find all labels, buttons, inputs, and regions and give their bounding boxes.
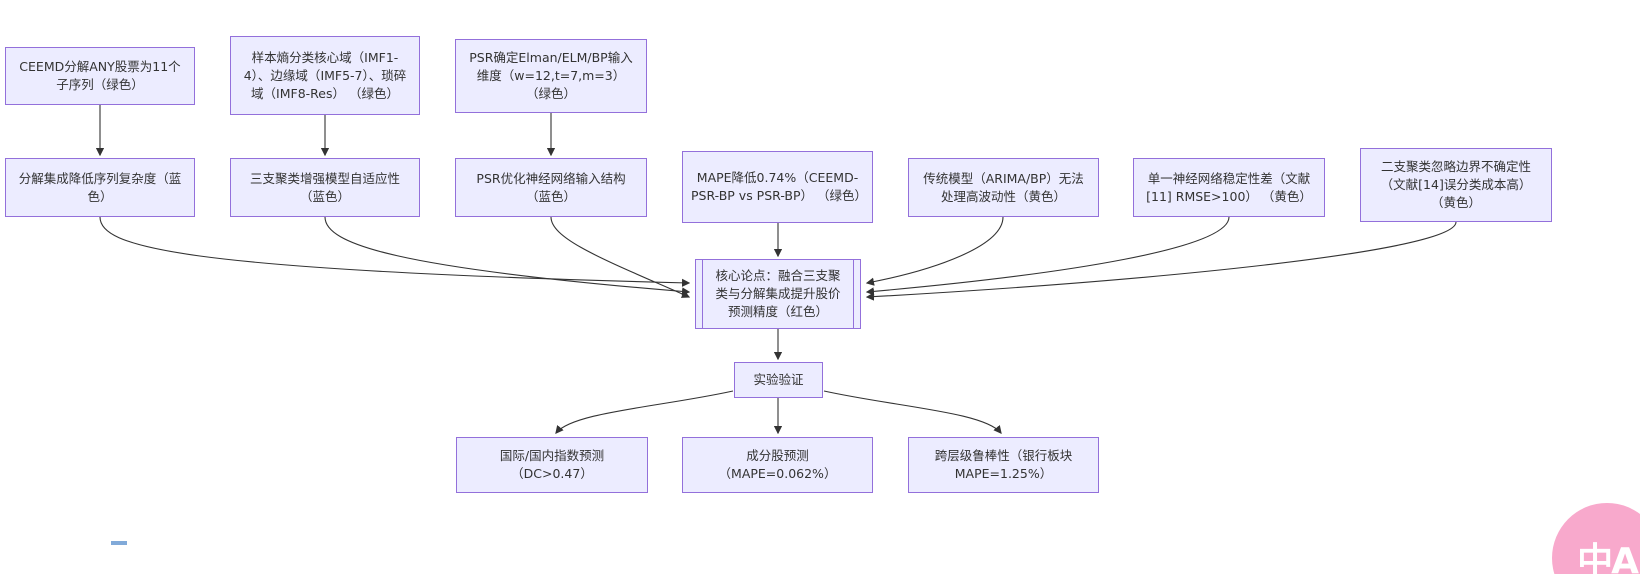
node-core-thesis: 核心论点：融合三支聚类与分解集成提升股价预测精度（红色） <box>695 259 861 329</box>
edge-psr-benefit-to-core <box>550 216 691 298</box>
node-threeway-benefit: 三支聚类增强模型自适应性（蓝色） <box>230 158 420 217</box>
translate-badge-button[interactable]: 中A <box>1552 503 1640 574</box>
node-label: MAPE降低0.74%（CEEMD-PSR-BP vs PSR-BP） （绿色） <box>691 170 867 203</box>
edge-singlenn-to-core <box>865 216 1230 296</box>
node-twoway-limit: 二支聚类忽略边界不确定性（文献[14]误分类成本高） （黄色） <box>1360 148 1552 222</box>
node-label: 单一神经网络稳定性差（文献[11] RMSE>100） （黄色） <box>1146 170 1312 204</box>
node-decompose-benefit: 分解集成降低序列复杂度（蓝色） <box>5 158 195 217</box>
node-label: 二支聚类忽略边界不确定性（文献[14]误分类成本高） （黄色） <box>1380 159 1532 210</box>
node-robustness: 跨层级鲁棒性（银行板块MAPE=1.25%） <box>908 437 1099 493</box>
node-traditional-limit: 传统模型（ARIMA/BP）无法处理高波动性（黄色） <box>908 158 1099 217</box>
node-ceemd-decompose: CEEMD分解ANY股票为11个子序列（绿色） <box>5 47 195 105</box>
node-experiment: 实验验证 <box>734 362 823 398</box>
node-single-nn-limit: 单一神经网络稳定性差（文献[11] RMSE>100） （黄色） <box>1133 158 1325 217</box>
node-label: 分解集成降低序列复杂度（蓝色） <box>18 170 182 204</box>
node-label: 样本熵分类核心域（IMF1-4）、边缘域（IMF5-7）、琐碎域（IMF8-Re… <box>243 49 407 101</box>
node-label: 国际/国内指数预测（DC>0.47） <box>499 448 605 481</box>
translate-badge-label: 中A <box>1577 541 1639 574</box>
node-mape-improvement: MAPE降低0.74%（CEEMD-PSR-BP vs PSR-BP） （绿色） <box>682 151 873 223</box>
node-sample-entropy: 样本熵分类核心域（IMF1-4）、边缘域（IMF5-7）、琐碎域（IMF8-Re… <box>230 36 420 115</box>
node-label: 传统模型（ARIMA/BP）无法处理高波动性（黄色） <box>923 170 1084 204</box>
node-label: CEEMD分解ANY股票为11个子序列（绿色） <box>19 59 181 92</box>
double-border-right-line <box>853 260 854 328</box>
node-label: 三支聚类增强模型自适应性（蓝色） <box>249 170 400 204</box>
edge-threeway-benefit-to-core <box>324 216 691 296</box>
node-index-prediction: 国际/国内指数预测（DC>0.47） <box>456 437 648 493</box>
node-component-prediction: 成分股预测（MAPE=0.062%） <box>682 437 873 493</box>
stray-blue-mark <box>111 541 127 545</box>
node-label: PSR优化神经网络输入结构（蓝色） <box>476 170 626 204</box>
node-label: 跨层级鲁棒性（银行板块MAPE=1.25%） <box>934 448 1073 481</box>
edge-twoway-to-core <box>865 221 1457 301</box>
node-psr-dimension: PSR确定Elman/ELM/BP输入维度（w=12,t=7,m=3） （绿色） <box>455 39 647 113</box>
edge-decompose-benefit-to-core <box>99 216 691 287</box>
edge-experiment-to-index <box>555 390 734 434</box>
node-label: 成分股预测（MAPE=0.062%） <box>718 448 837 481</box>
node-label: PSR确定Elman/ELM/BP输入维度（w=12,t=7,m=3） （绿色） <box>469 50 633 101</box>
node-psr-benefit: PSR优化神经网络输入结构（蓝色） <box>455 158 647 217</box>
edge-traditional-to-core <box>865 216 1004 286</box>
node-label: 核心论点：融合三支聚类与分解集成提升股价预测精度（红色） <box>715 268 841 319</box>
node-label: 实验验证 <box>753 372 804 387</box>
edge-experiment-to-robustness <box>823 390 1002 434</box>
double-border-left-line <box>702 260 703 328</box>
